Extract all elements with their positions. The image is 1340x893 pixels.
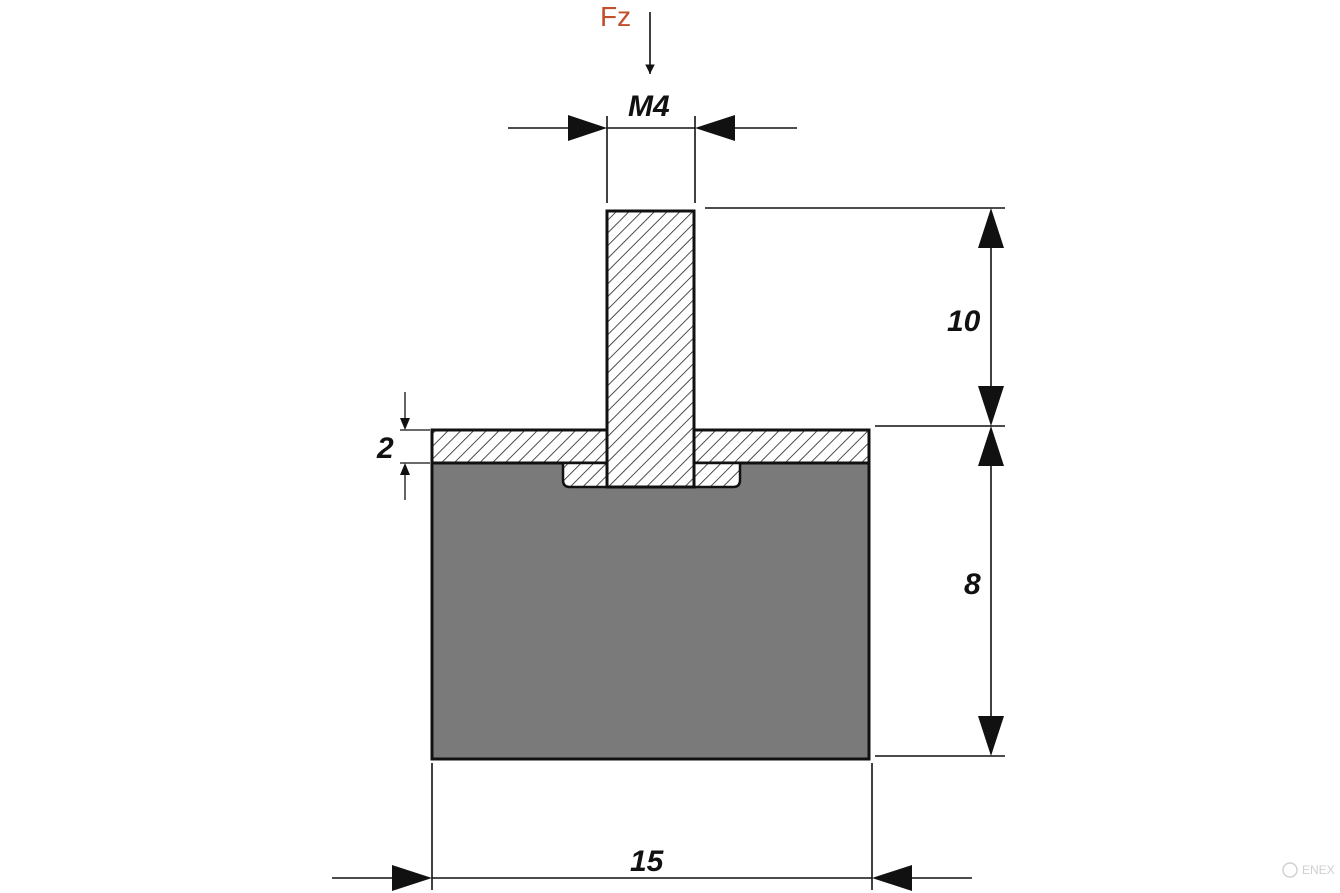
rubber-height-arrow-bottom <box>978 716 1004 756</box>
force-label: Fz <box>600 1 631 32</box>
plate-thickness-label: 2 <box>376 432 394 465</box>
thread-dimension <box>508 116 797 203</box>
stud-height-dimension <box>705 207 1005 427</box>
width-arrow-right <box>872 865 912 891</box>
plate-arrow-top <box>400 418 410 430</box>
threaded-stud <box>605 209 696 489</box>
enex-logo: ENEX <box>1282 862 1335 878</box>
width-dimension <box>332 763 972 890</box>
width-arrow-left <box>392 865 432 891</box>
thread-label: M4 <box>628 90 670 123</box>
rubber-height-arrow-top <box>978 426 1004 466</box>
plate-thickness-dimension <box>400 392 430 500</box>
watermark-text: ENEX <box>1302 863 1335 877</box>
rubber-height-dimension <box>875 466 1005 757</box>
stud-height-label: 10 <box>947 305 981 338</box>
thread-arrow-left <box>568 115 607 141</box>
stud-height-arrow-top <box>978 208 1004 248</box>
width-label: 15 <box>630 845 665 878</box>
plate-arrow-bottom <box>400 463 410 475</box>
rubber-height-label: 8 <box>964 568 981 601</box>
stud-height-arrow-bottom <box>978 386 1004 426</box>
thread-arrow-right <box>695 115 735 141</box>
rubber-body <box>430 461 871 761</box>
